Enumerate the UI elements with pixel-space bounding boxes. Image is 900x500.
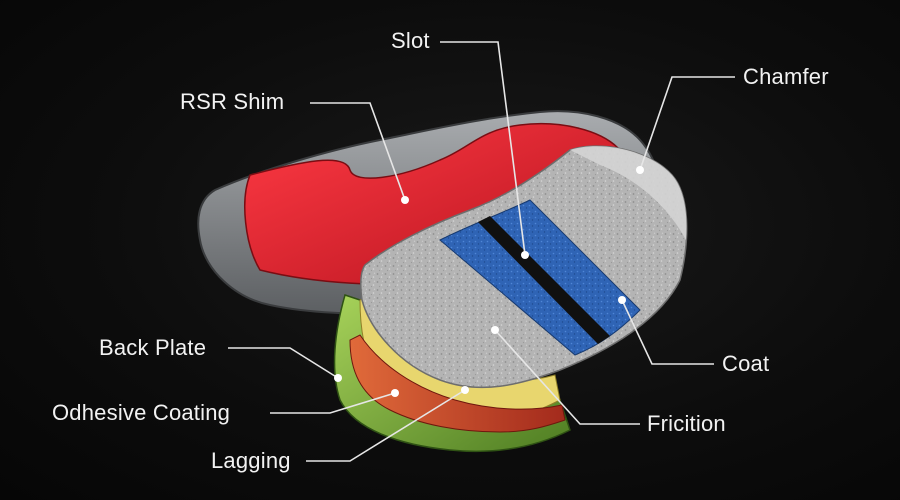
leader-dots: [334, 166, 644, 397]
lagging-leader: [306, 389, 466, 462]
coat-label: Coat: [722, 351, 770, 376]
back-plate-label: Back Plate: [99, 335, 207, 360]
chamfer-edge-shape: [570, 146, 687, 240]
lagging-label: Lagging: [211, 448, 291, 473]
coat-leader: [621, 299, 714, 365]
chamfer-label: Chamfer: [743, 64, 829, 89]
back-plate-leader: [228, 347, 339, 379]
adhesive-coating-leader: [270, 392, 396, 414]
slot-label: Slot: [391, 28, 430, 53]
adhesive-coating-label: Odhesive Coating: [52, 400, 231, 425]
chamfer-leader: [639, 76, 735, 171]
rsr-shim-leader: [310, 102, 406, 201]
friction-label: Fricition: [647, 411, 726, 436]
leader-lines: [228, 41, 735, 462]
slot-leader: [440, 41, 526, 256]
lagging-shape: [349, 334, 566, 433]
slot-groove-shape: [478, 216, 610, 344]
friction-leader: [494, 329, 640, 425]
rsr-shim-label: RSR Shim: [180, 89, 285, 114]
